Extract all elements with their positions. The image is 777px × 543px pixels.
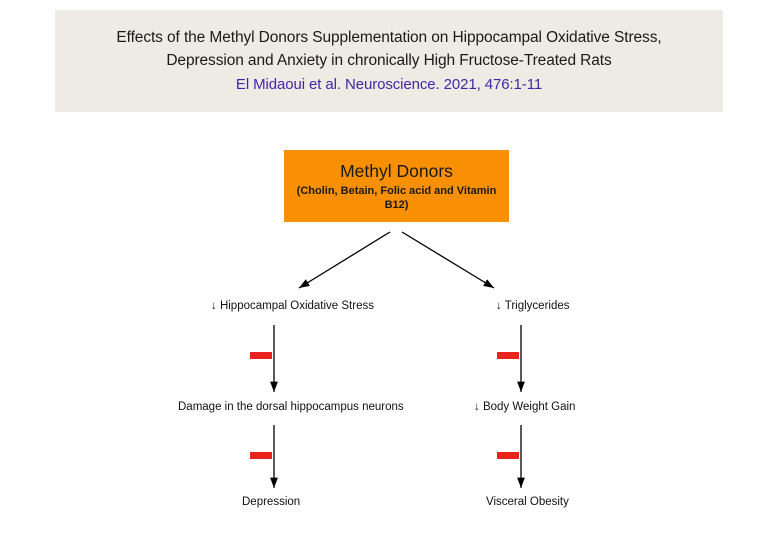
inhibition-bar-right-1 bbox=[497, 352, 519, 359]
inhibition-bar-left-2 bbox=[250, 452, 272, 459]
node-label-oxidative-stress: ↓ Hippocampal Oxidative Stress bbox=[211, 300, 374, 312]
node-label-triglycerides: ↓ Triglycerides bbox=[496, 300, 570, 312]
node-label-body-weight-gain: ↓ Body Weight Gain bbox=[474, 401, 576, 413]
node-methyl-donors: Methyl Donors (Cholin, Betain, Folic aci… bbox=[284, 150, 509, 222]
methyl-donors-title: Methyl Donors bbox=[340, 160, 453, 181]
citation-line: El Midaoui et al. Neuroscience. 2021, 47… bbox=[235, 76, 543, 93]
branch-arrow-left bbox=[298, 231, 391, 289]
inhibition-bar-left-1 bbox=[250, 352, 272, 359]
methyl-donors-subtitle: (Cholin, Betain, Folic acid and Vitamin … bbox=[296, 184, 497, 211]
title-line-2: Depression and Anxiety in chronically Hi… bbox=[166, 52, 612, 69]
branch-arrow-right bbox=[401, 231, 495, 289]
title-banner: Effects of the Methyl Donors Supplementa… bbox=[55, 10, 723, 112]
title-line-1: Effects of the Methyl Donors Supplementa… bbox=[116, 29, 662, 46]
node-label-visceral-obesity: Visceral Obesity bbox=[486, 496, 569, 508]
node-label-hippocampus-damage: Damage in the dorsal hippocampus neurons bbox=[178, 401, 404, 413]
node-label-depression: Depression bbox=[242, 496, 301, 508]
inhibition-bar-right-2 bbox=[497, 452, 519, 459]
